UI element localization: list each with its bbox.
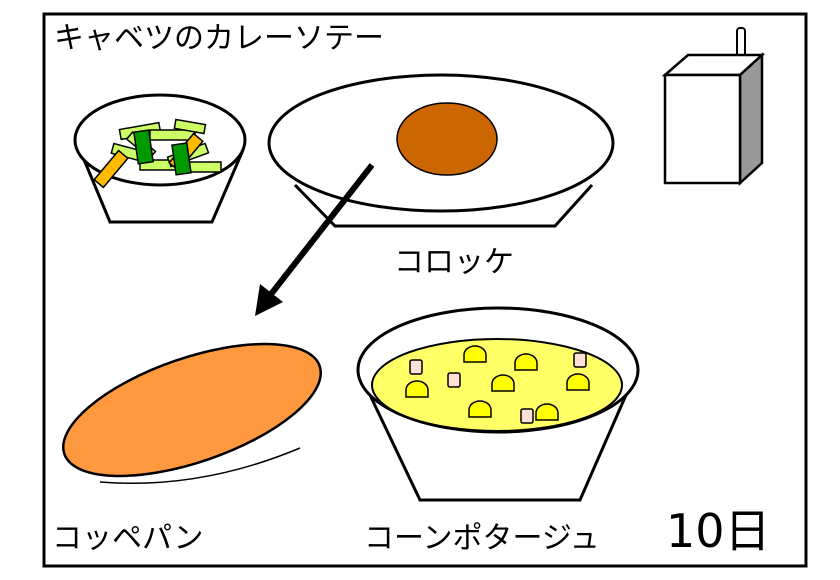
corn-kernel [514, 353, 538, 371]
corn-kernel [468, 400, 492, 418]
ham-cube [573, 352, 587, 368]
plate [267, 73, 615, 228]
side-dish-label: キャベツのカレーソテー [54, 21, 384, 56]
bread-label: コッペパン [52, 521, 204, 556]
soup-label: コーンポタージュ [364, 521, 600, 556]
date-label: 10日 [666, 504, 771, 558]
corn-kernel [566, 373, 590, 391]
salad-bowl [73, 93, 247, 224]
ham-cube [447, 372, 461, 388]
croquette [396, 102, 498, 176]
straw [736, 27, 746, 59]
ham-cube [409, 359, 423, 375]
corn-kernel [463, 345, 487, 363]
soup-bowl [356, 306, 640, 502]
green-pepper [171, 142, 192, 176]
main-dish-label: コロッケ [394, 245, 514, 280]
arrow-icon [255, 163, 375, 316]
corn-kernel [491, 374, 515, 392]
bread-roll [61, 342, 323, 484]
milk-carton [661, 27, 766, 186]
carrot-stick [93, 149, 129, 189]
ham-cube [520, 408, 534, 424]
ham-cubes [409, 352, 587, 424]
corn-kernel [535, 403, 559, 421]
corn-kernel [405, 380, 429, 398]
corn-kernels [405, 345, 590, 421]
green-pepper [132, 129, 154, 165]
